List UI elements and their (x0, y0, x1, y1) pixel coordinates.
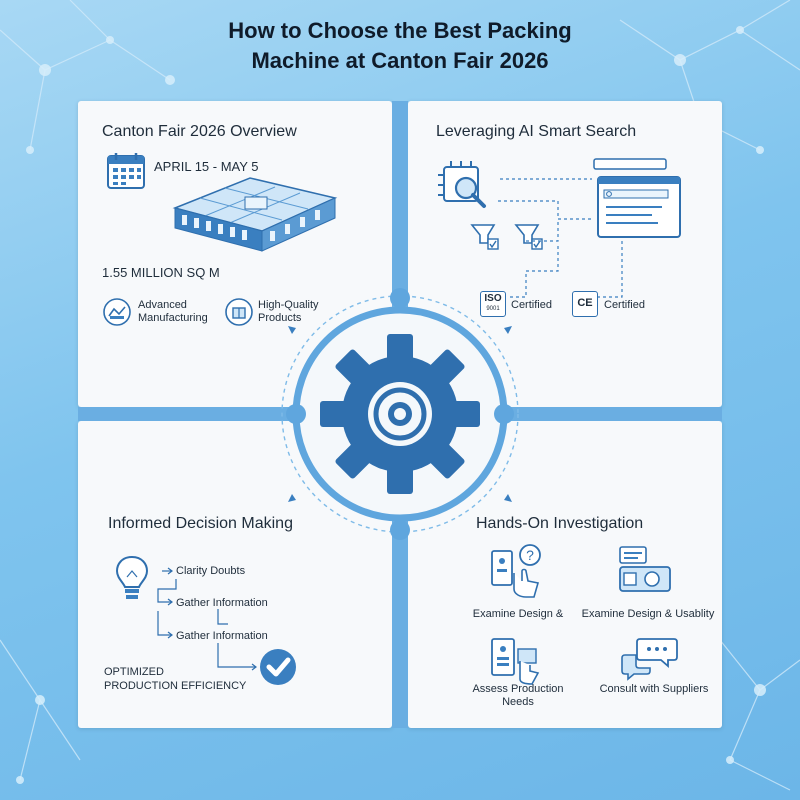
title-line-1: How to Choose the Best Packing (228, 18, 572, 43)
calendar-icon (107, 153, 145, 189)
page-title: How to Choose the Best Packing Machine a… (0, 16, 800, 76)
svg-text:?: ? (526, 547, 534, 563)
manufacturing-icon (103, 298, 131, 326)
quality-box-icon (225, 298, 253, 326)
consult-suppliers-label: Consult with Suppliers (599, 683, 709, 695)
chat-bubbles-icon (621, 638, 678, 681)
design-usability-icon (619, 546, 671, 592)
item-high-quality-products: High-Quality Products (258, 299, 319, 324)
panel-hands-on-investigation: Hands-On Investigation ? Examine Design … (408, 421, 722, 728)
title-line-2: Machine at Canton Fair 2026 (251, 48, 549, 73)
connector-lines (498, 178, 623, 298)
ce-badge: CE (572, 291, 598, 317)
lightbulb-icon (115, 555, 149, 599)
panel-title-ai-search: Leveraging AI Smart Search (436, 123, 637, 140)
examine-design-usability-label: Examine Design & Usablity (581, 608, 715, 620)
fair-area: 1.55 MILLION SQ M (102, 265, 220, 280)
panel-title-overview: Canton Fair 2026 Overview (102, 123, 297, 140)
step-gather-information-1: Gather Information (176, 597, 268, 609)
search-window-icon (593, 158, 681, 238)
panel-ai-smart-search: Leveraging AI Smart Search (408, 101, 722, 407)
panel-title-decision: Informed Decision Making (108, 515, 293, 532)
ce-certified-label: Certified (604, 299, 645, 311)
panel-title-investigation: Hands-On Investigation (476, 515, 644, 532)
question-touch-icon: ? (491, 544, 541, 598)
iso-badge: ISO 9001 (480, 291, 506, 317)
step-gather-information-2: Gather Information (176, 630, 268, 642)
assess-production-needs-label: Assess Production Needs (472, 683, 564, 708)
panel-informed-decision-making: Informed Decision Making Clarity Doubts … (78, 421, 392, 728)
decision-flow-lines (157, 567, 257, 671)
production-needs-icon (491, 638, 540, 685)
certified-product-icon (470, 224, 543, 250)
examine-design-label: Examine Design & (472, 608, 564, 620)
step-clarity-doubts: Clarity Doubts (176, 565, 246, 577)
exhibition-hall-icon (172, 177, 338, 252)
iso-certified-label: Certified (511, 299, 552, 311)
check-circle-icon (260, 649, 296, 685)
result-optimized-efficiency: OPTIMIZED PRODUCTION EFFICIENCY (104, 666, 247, 692)
item-advanced-manufacturing: Advanced Manufacturing (138, 299, 208, 324)
fair-dates: APRIL 15 - MAY 5 (154, 159, 259, 174)
ai-chip-search-icon (438, 161, 486, 208)
panel-canton-fair-overview: Canton Fair 2026 Overview APRIL 15 - MAY… (78, 101, 392, 407)
